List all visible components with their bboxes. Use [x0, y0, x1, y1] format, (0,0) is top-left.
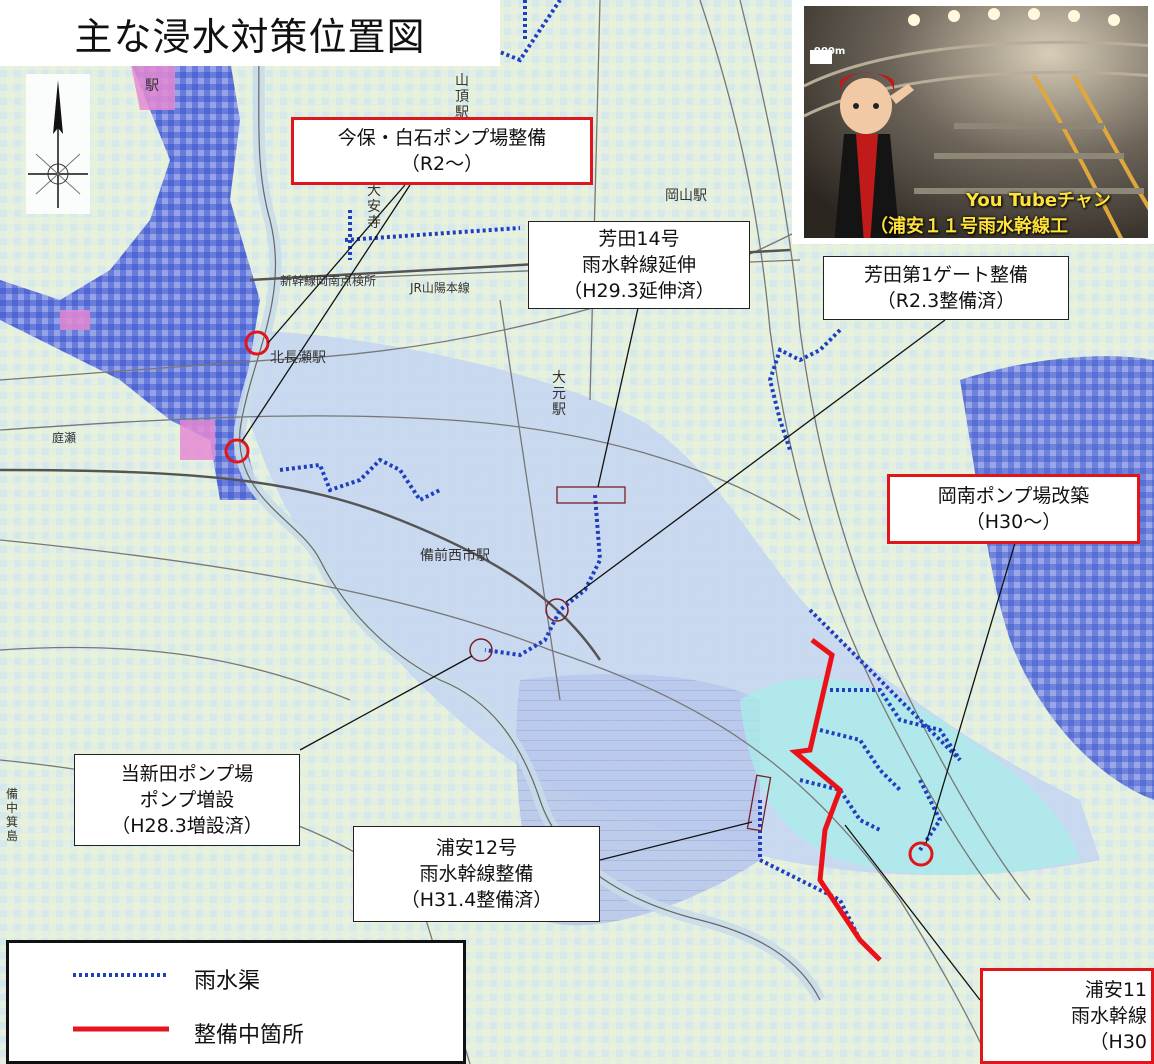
callout-toshinden: 当新田ポンプ場 ポンプ増設 （H28.3増設済） — [74, 754, 300, 846]
callout-hoden14-line-1: 芳田14号 — [598, 228, 680, 250]
station-label-10: 備中箕島 — [6, 786, 18, 843]
callout-urayasu11-line-2: 雨水幹線 — [1070, 1005, 1147, 1027]
station-label-4: 新幹線岡南点検所 — [280, 273, 376, 288]
callout-urayasu12-line-2: 雨水幹線整備 — [419, 863, 534, 885]
mascot-illustration — [810, 50, 914, 238]
gate-marker — [545, 598, 569, 622]
blue-dotted-line-icon — [73, 973, 169, 977]
callout-urayasu12: 浦安12号 雨水幹線整備 （H31.4整備済） — [353, 826, 600, 922]
toshinden-marker — [469, 638, 493, 662]
station-label-8: 大元駅 — [552, 370, 566, 418]
hoden14-marker — [556, 486, 626, 504]
station-label-5: JR山陽本線 — [409, 280, 470, 295]
legend-item-construction: 整備中箇所 — [9, 1005, 463, 1055]
callout-toshinden-line-1: 当新田ポンプ場 — [120, 763, 254, 785]
station-label-7: 庭瀬 — [52, 430, 76, 445]
photo-caption-2: （浦安１１号雨水幹線工 — [870, 216, 1068, 237]
legend-label-drain: 雨水渠 — [194, 969, 261, 994]
callout-toshinden-line-2: ポンプ増設 — [139, 789, 235, 811]
callout-urayasu12-line-3: （H31.4整備済） — [400, 889, 553, 911]
map-title-box: 主な浸水対策位置図 — [0, 0, 500, 66]
station-labels: 駅 山頂駅 大安寺 岡山駅 新幹線岡南点検所 JR山陽本線 北長瀬駅 庭瀬 大元… — [6, 73, 707, 843]
konan-marker — [908, 841, 934, 867]
callout-hoden14-line-2: 雨水幹線延伸 — [581, 254, 696, 276]
leader-lines — [241, 184, 1016, 1001]
station-label-1: 山頂駅 — [455, 73, 469, 121]
callout-toshinden-line-3: （H28.3増設済） — [111, 815, 263, 837]
station-label-2: 大安寺 — [367, 183, 381, 231]
callout-imabo: 今保・白石ポンプ場整備 （R2～） — [291, 117, 593, 185]
flood-zone-pink — [60, 60, 215, 460]
tunnel-illustration — [804, 6, 1148, 238]
station-label-6: 北長瀬駅 — [270, 350, 326, 366]
callout-hoden-gate: 芳田第1ゲート整備 （R2.3整備済） — [823, 256, 1069, 320]
callout-hoden14: 芳田14号 雨水幹線延伸 （H29.3延伸済） — [528, 221, 750, 309]
callout-urayasu11-line-1: 浦安11 — [1084, 979, 1147, 1001]
station-label-3: 岡山駅 — [665, 188, 707, 204]
callout-urayasu12-line-1: 浦安12号 — [435, 837, 518, 859]
callout-hoden-gate-line-1: 芳田第1ゲート整備 — [863, 264, 1029, 286]
station-label-9: 備前西市駅 — [420, 547, 490, 564]
photo-caption-1: You Tubeチャン — [966, 190, 1111, 211]
callout-hoden-gate-line-2: （R2.3整備済） — [876, 290, 1016, 312]
callout-konan-line-1: 岡南ポンプ場改築 — [937, 485, 1090, 507]
callout-urayasu11: 浦安11 雨水幹線 （H30 — [980, 968, 1154, 1064]
callout-urayasu11-line-3: （H30 — [1089, 1031, 1147, 1053]
drain-lines — [279, 0, 962, 941]
callout-konan: 岡南ポンプ場改築 （H30～） — [887, 474, 1140, 544]
legend-label-construction: 整備中箇所 — [194, 1023, 305, 1048]
north-arrow-icon — [26, 74, 90, 214]
photo-sign: 900m — [814, 46, 846, 57]
legend-item-drain: 雨水渠 — [9, 951, 463, 1001]
urayasu12-marker — [746, 774, 772, 832]
map-title: 主な浸水対策位置図 — [74, 14, 426, 59]
callout-imabo-line-2: （R2～） — [400, 153, 484, 175]
imabo-marker-2 — [224, 438, 250, 464]
callout-hoden14-line-3: （H29.3延伸済） — [563, 280, 715, 302]
callout-imabo-line-1: 今保・白石ポンプ場整備 — [337, 127, 547, 149]
river-edge — [239, 0, 821, 1001]
red-solid-line-icon — [73, 1026, 169, 1032]
legend: 雨水渠 整備中箇所 — [6, 940, 466, 1064]
flood-zone-deep-west — [0, 60, 260, 500]
construction-line — [789, 638, 882, 962]
flood-zone-deep-east — [960, 356, 1154, 800]
station-label-0: 駅 — [145, 78, 159, 94]
tunnel-photo: 900m You Tubeチャン （浦安１１号雨水幹線工 — [792, 0, 1154, 244]
callout-konan-line-2: （H30～） — [965, 511, 1062, 533]
